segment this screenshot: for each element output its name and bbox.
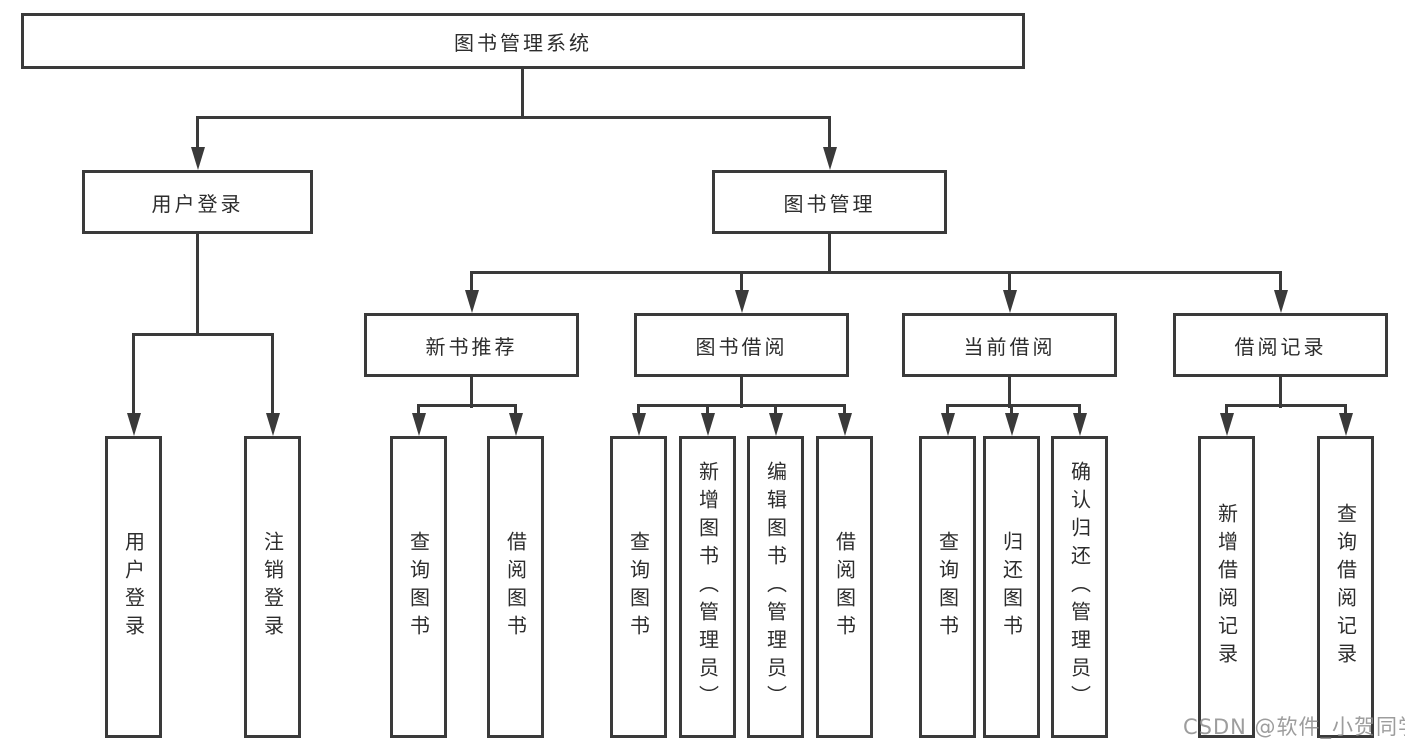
arrow-to-leaf-logout bbox=[266, 413, 280, 436]
node-borrowing-records-label: 借阅记录 bbox=[1234, 334, 1327, 359]
arrow-to-query-borrow-record bbox=[1339, 413, 1353, 436]
arrow-to-add-borrow-record bbox=[1220, 413, 1234, 436]
arrow-to-new-book bbox=[465, 290, 479, 313]
connector-root-stem bbox=[521, 68, 524, 118]
connector-drop-new-book bbox=[470, 271, 473, 293]
node-user-login-branch: 用户登录 bbox=[82, 170, 313, 234]
leaf-query-books-3-label: 查询图书 bbox=[935, 531, 960, 643]
arrow-to-query-books-2 bbox=[632, 413, 646, 436]
leaf-edit-book-admin-label: 编辑图书（管理员） bbox=[763, 461, 788, 713]
arrow-to-current-borrow bbox=[1003, 290, 1017, 313]
connector-drop-book-borrow bbox=[740, 271, 743, 293]
connector-drop-query-books-2 bbox=[637, 404, 640, 416]
arrow-to-book-management bbox=[823, 147, 837, 170]
connector-borrow-record-bus bbox=[1225, 404, 1347, 407]
leaf-logout-label: 注销登录 bbox=[260, 531, 285, 643]
connector-current-borrow-stem bbox=[1008, 376, 1011, 408]
node-borrowing-records: 借阅记录 bbox=[1173, 313, 1388, 377]
connector-drop-current-borrow bbox=[1008, 271, 1011, 293]
leaf-query-books-1: 查询图书 bbox=[390, 436, 447, 738]
node-book-management-branch-label: 图书管理 bbox=[783, 191, 876, 216]
leaf-add-borrow-record-label: 新增借阅记录 bbox=[1214, 503, 1239, 671]
connector-drop-confirm-return bbox=[1078, 404, 1081, 416]
connector-drop-add-borrow-record bbox=[1225, 404, 1228, 416]
arrow-to-borrow-books-1 bbox=[509, 413, 523, 436]
connector-user-login-stem bbox=[196, 233, 199, 335]
connector-drop-borrow-books-1 bbox=[514, 404, 517, 416]
connector-level3-bus bbox=[470, 271, 1282, 274]
leaf-logout: 注销登录 bbox=[244, 436, 301, 738]
leaf-borrow-books-2-label: 借阅图书 bbox=[832, 531, 857, 643]
leaf-return-book-label: 归还图书 bbox=[999, 531, 1024, 643]
leaf-query-borrow-record-label: 查询借阅记录 bbox=[1333, 503, 1358, 671]
connector-new-book-bus bbox=[417, 404, 517, 407]
connector-drop-query-books-3 bbox=[946, 404, 949, 416]
leaf-query-books-1-label: 查询图书 bbox=[406, 531, 431, 643]
leaf-borrow-books-2: 借阅图书 bbox=[816, 436, 873, 738]
connector-new-book-stem bbox=[470, 376, 473, 408]
connector-drop-edit-book bbox=[774, 404, 777, 416]
connector-drop-borrow-books-2 bbox=[843, 404, 846, 416]
connector-level2-bus bbox=[196, 116, 831, 119]
node-new-book-recommend-label: 新书推荐 bbox=[425, 334, 518, 359]
connector-drop-add-book bbox=[706, 404, 709, 416]
leaf-confirm-return-admin-label: 确认归还（管理员） bbox=[1067, 461, 1092, 713]
arrow-to-return-book bbox=[1005, 413, 1019, 436]
arrow-to-confirm-return bbox=[1073, 413, 1087, 436]
leaf-add-book-admin: 新增图书（管理员） bbox=[679, 436, 736, 738]
connector-drop-query-books-1 bbox=[417, 404, 420, 416]
arrow-to-leaf-user-login bbox=[127, 413, 141, 436]
arrow-to-user-login bbox=[191, 147, 205, 170]
csdn-watermark: CSDN @软件_小贺同学 bbox=[1183, 715, 1405, 739]
leaf-query-books-3: 查询图书 bbox=[919, 436, 976, 738]
connector-book-borrow-bus bbox=[637, 404, 846, 407]
leaf-confirm-return-admin: 确认归还（管理员） bbox=[1051, 436, 1108, 738]
connector-user-login-bus bbox=[132, 333, 274, 336]
connector-book-borrow-stem bbox=[740, 376, 743, 408]
connector-drop-user-login bbox=[196, 116, 199, 149]
connector-drop-book-management bbox=[828, 116, 831, 149]
node-user-login-branch-label: 用户登录 bbox=[151, 191, 244, 216]
leaf-query-books-2-label: 查询图书 bbox=[626, 531, 651, 643]
arrow-to-book-borrow bbox=[735, 290, 749, 313]
connector-drop-return-book bbox=[1010, 404, 1013, 416]
arrow-to-borrow-record bbox=[1274, 290, 1288, 313]
node-new-book-recommend: 新书推荐 bbox=[364, 313, 579, 377]
arrow-to-query-books-3 bbox=[941, 413, 955, 436]
node-current-borrowing: 当前借阅 bbox=[902, 313, 1117, 377]
arrow-to-query-books-1 bbox=[412, 413, 426, 436]
node-book-borrowing: 图书借阅 bbox=[634, 313, 849, 377]
arrow-to-edit-book bbox=[769, 413, 783, 436]
leaf-user-login-label: 用户登录 bbox=[121, 531, 146, 643]
connector-drop-leaf-user-login bbox=[132, 333, 135, 415]
connector-borrow-record-stem bbox=[1279, 376, 1282, 408]
leaf-query-borrow-record: 查询借阅记录 bbox=[1317, 436, 1374, 738]
arrow-to-borrow-books-2 bbox=[838, 413, 852, 436]
leaf-return-book: 归还图书 bbox=[983, 436, 1040, 738]
connector-drop-query-borrow-record bbox=[1344, 404, 1347, 416]
connector-current-borrow-bus bbox=[946, 404, 1081, 407]
node-library-management-system-label: 图书管理系统 bbox=[454, 30, 592, 55]
connector-book-management-stem bbox=[828, 233, 831, 274]
leaf-borrow-books-1: 借阅图书 bbox=[487, 436, 544, 738]
connector-drop-borrow-record bbox=[1279, 271, 1282, 293]
node-current-borrowing-label: 当前借阅 bbox=[963, 334, 1056, 359]
arrow-to-add-book bbox=[701, 413, 715, 436]
leaf-query-books-2: 查询图书 bbox=[610, 436, 667, 738]
leaf-edit-book-admin: 编辑图书（管理员） bbox=[747, 436, 804, 738]
leaf-borrow-books-1-label: 借阅图书 bbox=[503, 531, 528, 643]
node-book-management-branch: 图书管理 bbox=[712, 170, 947, 234]
connector-drop-leaf-logout bbox=[271, 333, 274, 415]
leaf-user-login: 用户登录 bbox=[105, 436, 162, 738]
node-library-management-system: 图书管理系统 bbox=[21, 13, 1025, 69]
node-book-borrowing-label: 图书借阅 bbox=[695, 334, 788, 359]
leaf-add-borrow-record: 新增借阅记录 bbox=[1198, 436, 1255, 738]
leaf-add-book-admin-label: 新增图书（管理员） bbox=[695, 461, 720, 713]
